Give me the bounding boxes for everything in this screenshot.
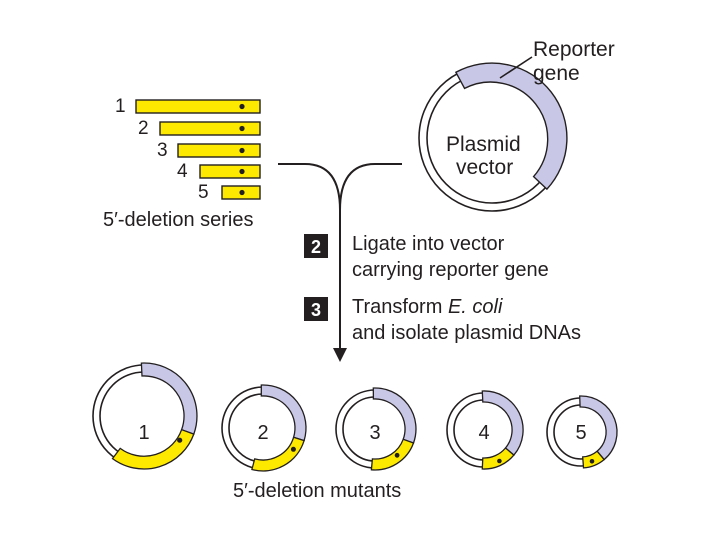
fragment-5: 5 [198,182,261,203]
insert-segment [111,428,195,470]
step-number-box [304,234,328,258]
marker-dot [497,458,502,464]
step-number-box [304,297,328,321]
fragment-bar [199,164,261,179]
deletion-series: 1 2 3 4 5 5′-deletion series [103,96,261,231]
mutants-row: 1 2 3 4 [92,362,618,502]
merge-arrow [278,163,402,362]
reporter-label-line2: gene [533,62,580,85]
step-2: 2 Ligate into vector carrying reporter g… [304,233,549,281]
step-text-line1: Transform E. coli [352,296,503,318]
marker-dot [290,446,296,452]
reporter-pointer-line [499,56,533,79]
marker-dot [589,459,595,464]
plasmid-label-line2: vector [456,156,513,179]
mutant-plasmid-2: 2 [221,384,307,472]
merge-curves [278,163,402,211]
reporter-label-line1: Reporter [533,38,615,61]
marker-dot [239,168,245,175]
fragment-1: 1 [115,96,261,117]
insert-segment [370,438,415,471]
mutant-plasmid-5: 5 [546,395,618,469]
step-number: 3 [311,300,321,320]
marker-dot [239,189,245,196]
mutant-plasmid-3: 3 [335,387,417,471]
plasmid-vector: Reporter gene Plasmid vector [418,38,615,212]
reporter-gene-segment [140,362,198,435]
step-text-prefix: Transform [352,296,448,318]
marker-dot [177,437,183,443]
fragment-label: 1 [115,96,126,117]
marker-dot [239,147,245,154]
mutant-plasmid-1: 1 [92,362,198,470]
reporter-gene-segment [454,62,568,191]
mutant-label: 1 [138,422,149,444]
mutant-label: 5 [575,422,586,444]
fragment-4: 4 [177,161,261,182]
plasmid-label-line1: Plasmid [446,133,521,156]
fragment-bar [177,143,261,158]
marker-dot [239,125,245,132]
fragment-label: 4 [177,161,188,182]
fragment-bar [135,99,261,114]
arrow-head [333,348,347,362]
series-caption: 5′-deletion series [103,209,254,231]
step-text-line2: and isolate plasmid DNAs [352,322,581,344]
mutants-caption: 5′-deletion mutants [233,480,401,502]
fragment-bar [159,121,261,136]
organism-name: E. coli [448,296,503,318]
step-number: 2 [311,237,321,257]
step-text-line2: carrying reporter gene [352,259,549,281]
fragment-label: 3 [157,140,168,161]
marker-dot [239,103,245,110]
fragment-label: 5 [198,182,209,203]
fragment-label: 2 [138,118,149,139]
step-3: 3 Transform E. coli and isolate plasmid … [304,296,581,344]
fragment-2: 2 [138,118,261,139]
marker-dot [394,452,400,458]
step-text-line1: Ligate into vector [352,233,505,255]
mutant-label: 3 [369,422,380,444]
mutant-plasmid-4: 4 [446,390,524,470]
fragment-3: 3 [157,140,261,161]
mutant-label: 2 [257,422,268,444]
insert-segment [251,436,305,472]
mutant-label: 4 [478,422,489,444]
insert-segment [481,447,515,470]
